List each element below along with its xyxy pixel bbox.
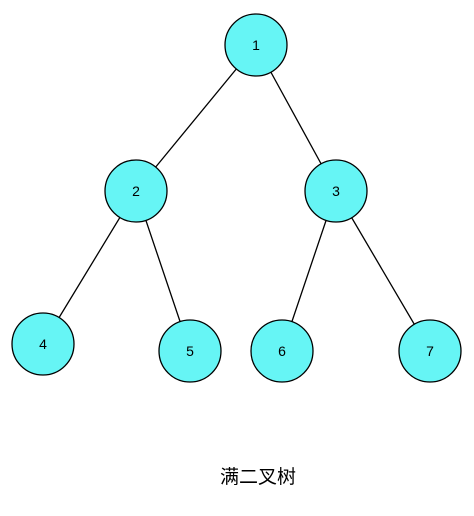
- tree-nodes: 1 2 3 4 5 6 7: [11, 13, 462, 383]
- node-label: 1: [252, 37, 260, 53]
- tree-node-3: 3: [304, 159, 368, 223]
- node-label: 3: [332, 183, 340, 199]
- node-circle: [224, 13, 288, 77]
- node-circle: [104, 159, 168, 223]
- node-circle: [398, 319, 462, 383]
- tree-node-7: 7: [398, 319, 462, 383]
- node-label: 6: [278, 343, 286, 359]
- tree-node-2: 2: [104, 159, 168, 223]
- tree-node-1: 1: [224, 13, 288, 77]
- node-circle: [250, 319, 314, 383]
- node-label: 2: [132, 183, 140, 199]
- tree-edges: [42, 44, 431, 352]
- tree-node-4: 4: [11, 312, 75, 376]
- node-label: 4: [39, 336, 47, 352]
- tree-node-6: 6: [250, 319, 314, 383]
- tree-node-5: 5: [158, 319, 222, 383]
- node-label: 7: [426, 343, 434, 359]
- diagram-caption: 满二叉树: [219, 466, 296, 488]
- node-circle: [11, 312, 75, 376]
- node-circle: [158, 319, 222, 383]
- node-circle: [304, 159, 368, 223]
- node-label: 5: [186, 343, 194, 359]
